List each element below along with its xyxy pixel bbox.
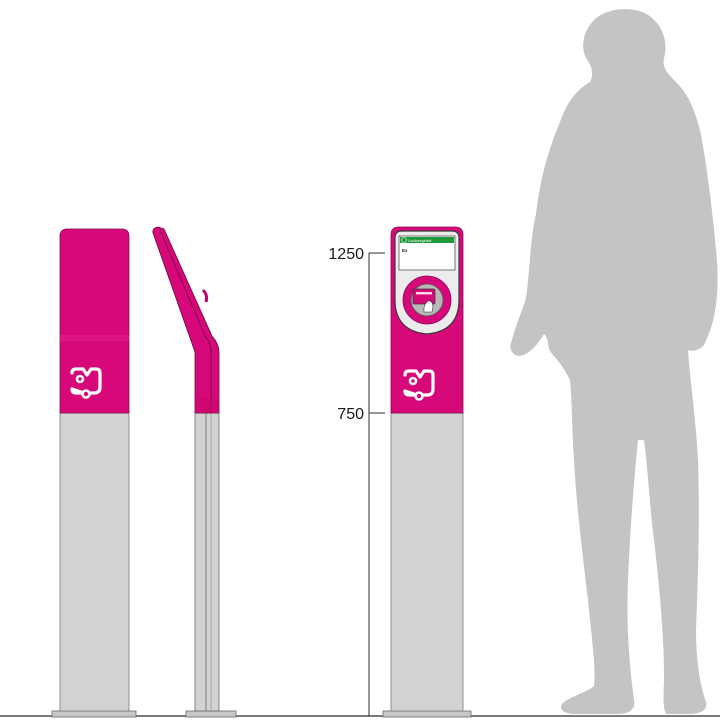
- side-view-pole: [152, 226, 237, 718]
- card-reader-icon: [402, 275, 452, 325]
- screen-pole-grey-section: [390, 412, 464, 712]
- side-pole-magenta-section: [152, 226, 220, 414]
- display-header-text: Loodsbegeleid: [408, 239, 431, 243]
- dimension-label-1250: 1250: [328, 246, 364, 263]
- display-status-icon: [401, 237, 407, 243]
- display-body-text: Ex: [402, 248, 408, 253]
- ov-chipkaart-logo-icon: [403, 369, 435, 401]
- dimension-line: 1250 750: [328, 246, 385, 716]
- front-pole-base: [51, 710, 137, 718]
- dimension-label-750: 750: [337, 406, 364, 423]
- person-silhouette-icon: [510, 9, 718, 715]
- front-view-pole-with-screen: Loodsbegeleid Ex: [382, 226, 472, 718]
- side-pole-base: [185, 710, 237, 718]
- ov-chipkaart-logo-icon: [70, 367, 102, 399]
- front-pole-band: [60, 335, 129, 341]
- front-pole-magenta-section: [59, 228, 130, 414]
- front-view-pole: [51, 228, 137, 718]
- screen-pole-base: [382, 710, 472, 718]
- front-pole-grey-section: [59, 412, 130, 712]
- side-pole-grey-section: [194, 412, 220, 712]
- display-header-bar: [400, 237, 454, 243]
